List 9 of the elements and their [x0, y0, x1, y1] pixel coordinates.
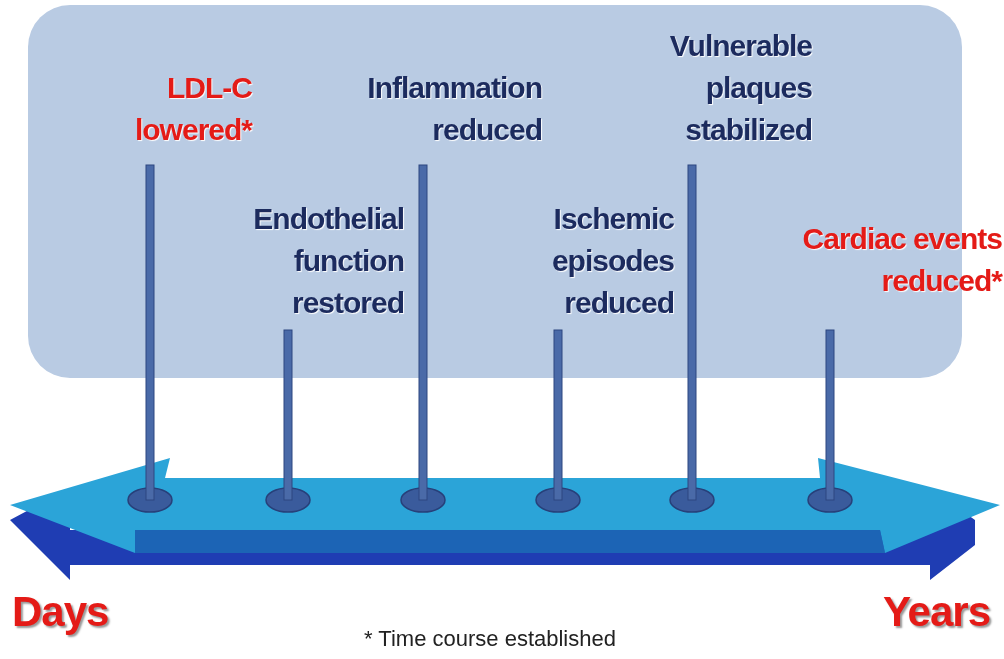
milestone-label: Cardiac events reduced* [801, 221, 1002, 299]
milestone-label: LDL-C lowered* [133, 70, 252, 148]
footnote: * Time course established [363, 626, 617, 652]
milestone-label: Endothelial function restored [252, 201, 404, 321]
milestone-label: Inflammation reduced [366, 70, 542, 148]
milestone-label: Ischemic episodes reduced [550, 201, 674, 321]
axis-end-label: Days [12, 588, 109, 636]
milestone-label: Vulnerable plaques stabilized [668, 28, 812, 148]
axis-end-label: Years [882, 588, 990, 636]
